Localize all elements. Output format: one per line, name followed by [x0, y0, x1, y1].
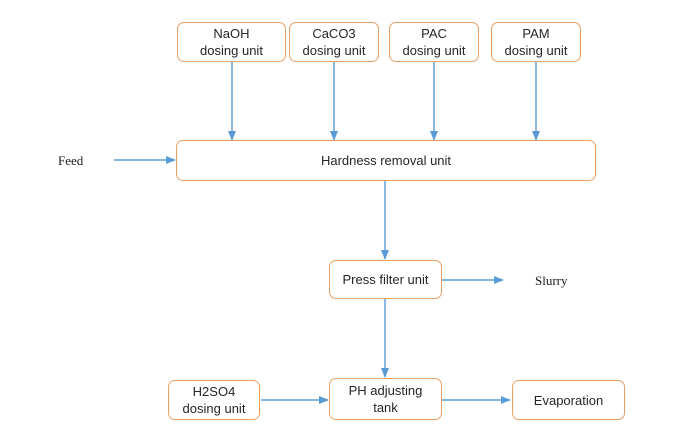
naoh-dosing-unit: NaOH dosing unit — [177, 22, 286, 62]
pac-dosing-unit: PAC dosing unit — [389, 22, 479, 62]
evaporation-unit: Evaporation — [512, 380, 625, 420]
pam-dosing-unit-label: PAM dosing unit — [504, 26, 568, 58]
ph-adjusting-tank-label: PH adjusting tank — [348, 383, 423, 415]
caco3-dosing-unit: CaCO3 dosing unit — [289, 22, 379, 62]
pam-dosing-unit: PAM dosing unit — [491, 22, 581, 62]
press-filter-unit: Press filter unit — [329, 260, 442, 299]
caco3-dosing-unit-label: CaCO3 dosing unit — [302, 26, 366, 58]
naoh-dosing-unit-label: NaOH dosing unit — [200, 26, 263, 58]
h2so4-dosing-unit: H2SO4 dosing unit — [168, 380, 260, 420]
ph-adjusting-tank: PH adjusting tank — [329, 378, 442, 420]
hardness-removal-unit: Hardness removal unit — [176, 140, 596, 181]
pac-dosing-unit-label: PAC dosing unit — [402, 26, 466, 58]
h2so4-dosing-unit-label: H2SO4 dosing unit — [182, 384, 246, 416]
press-filter-unit-label: Press filter unit — [342, 272, 429, 287]
slurry-label: Slurry — [535, 273, 568, 288]
feed-label: Feed — [58, 153, 84, 168]
evaporation-unit-label: Evaporation — [533, 392, 604, 408]
hardness-removal-unit-label: Hardness removal unit — [320, 153, 452, 168]
